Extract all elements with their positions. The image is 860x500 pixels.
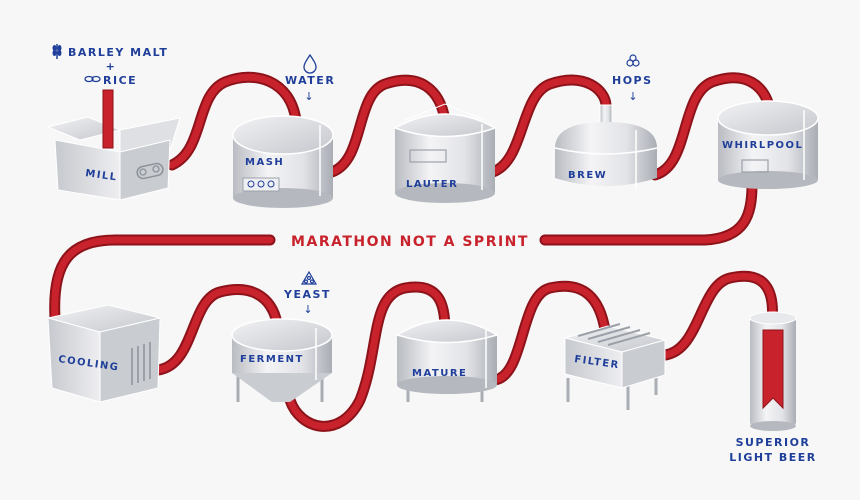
hops-icon xyxy=(626,54,640,67)
ferment-label: FERMENT xyxy=(240,354,304,365)
barley-label: BARLEY MALT xyxy=(68,46,168,59)
brew-kettle: BREW xyxy=(554,104,658,188)
cooling-unit: COOLING xyxy=(47,304,161,403)
whirlpool-label: WHIRLPOOL xyxy=(722,140,803,151)
brew-label: BREW xyxy=(568,170,607,181)
water-arrow: ↓ xyxy=(304,90,313,103)
mash-tank: MASH xyxy=(232,115,334,208)
product-line1: SUPERIOR xyxy=(736,436,811,449)
mature-label: MATURE xyxy=(412,368,467,379)
rice-label: RICE xyxy=(103,74,137,87)
rice-icon xyxy=(84,75,101,83)
hops-label: HOPS xyxy=(612,74,653,87)
input-water: WATER ↓ xyxy=(285,53,335,103)
barley-icon xyxy=(52,44,62,59)
hops-arrow: ↓ xyxy=(628,90,637,103)
beer-ribbon xyxy=(49,71,778,432)
beer-can xyxy=(749,311,797,431)
mature-tank: MATURE xyxy=(395,319,499,402)
mash-label: MASH xyxy=(245,157,284,168)
water-drop-icon xyxy=(303,53,317,74)
product-line2: LIGHT BEER xyxy=(729,451,817,464)
whirlpool-tank: WHIRLPOOL xyxy=(717,100,819,189)
yeast-icon xyxy=(300,270,318,285)
lauter-tank: LAUTER xyxy=(393,103,497,203)
slogan: MARATHON NOT A SPRINT xyxy=(291,234,529,250)
mill-equipment: MILL xyxy=(46,89,181,201)
input-barley-rice: BARLEY MALT + RICE xyxy=(52,44,168,87)
ferment-tank: FERMENT xyxy=(231,318,333,402)
ribbon-whirlpool-to-cooling xyxy=(49,179,758,324)
filter-unit: FILTER xyxy=(563,323,667,410)
mill-label: MILL xyxy=(85,168,119,183)
input-hops: HOPS ↓ xyxy=(612,54,653,103)
input-yeast: YEAST ↓ xyxy=(283,270,331,316)
yeast-label: YEAST xyxy=(283,288,331,301)
lauter-label: LAUTER xyxy=(406,179,458,190)
yeast-arrow: ↓ xyxy=(303,303,312,316)
plus-label: + xyxy=(106,60,117,73)
water-label: WATER xyxy=(285,74,335,87)
